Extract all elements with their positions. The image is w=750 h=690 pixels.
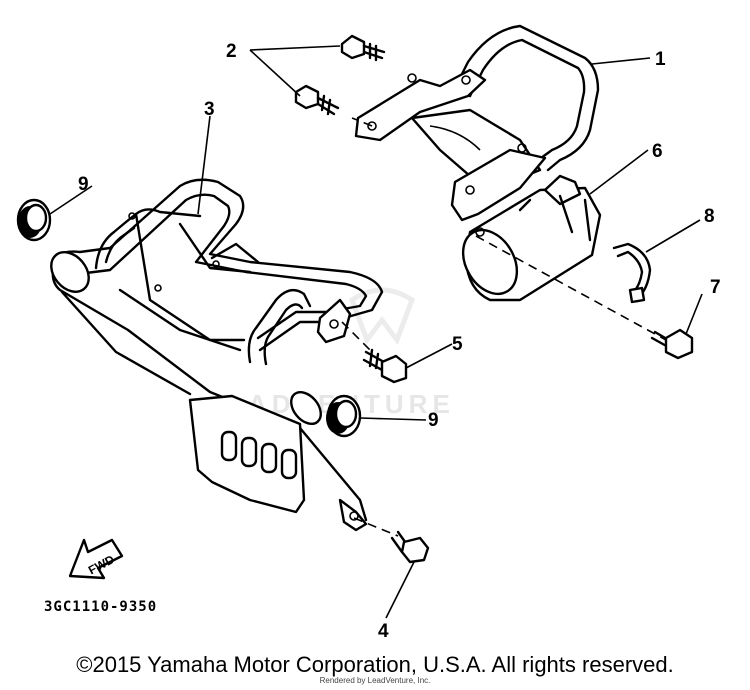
copyright-notice: ©2015 Yamaha Motor Corporation, U.S.A. A… <box>76 652 674 677</box>
part-4-bolt <box>390 530 430 564</box>
callout-5: 5 <box>452 334 463 355</box>
callout-7: 7 <box>710 277 721 298</box>
skid-plate <box>188 394 368 532</box>
rendered-by-note: Rendered by LeadVenture, Inc. <box>319 676 431 685</box>
callout-3: 3 <box>204 99 215 120</box>
callout-8: 8 <box>704 206 715 227</box>
callout-9-top: 9 <box>78 174 89 195</box>
fwd-arrow-icon: FWD <box>68 538 124 580</box>
part-2-bolts <box>294 34 386 116</box>
callout-numbers: 1 2 3 4 5 6 7 8 9 9 <box>78 41 721 642</box>
callout-4: 4 <box>378 621 389 642</box>
callout-9-bottom: 9 <box>428 410 439 431</box>
part-1-rear-guard <box>354 24 600 222</box>
part-8-clamp <box>612 242 652 304</box>
part-5-bolt <box>362 348 408 384</box>
callout-1: 1 <box>655 49 666 70</box>
diagram-part-code: 3GC1110-9350 <box>44 599 157 615</box>
part-7-bolt <box>650 328 694 360</box>
leader-lines <box>49 45 703 619</box>
callout-2: 2 <box>226 41 237 62</box>
part-9-bushings <box>16 198 362 438</box>
callout-6: 6 <box>652 141 663 162</box>
part-6-unit <box>461 174 602 302</box>
